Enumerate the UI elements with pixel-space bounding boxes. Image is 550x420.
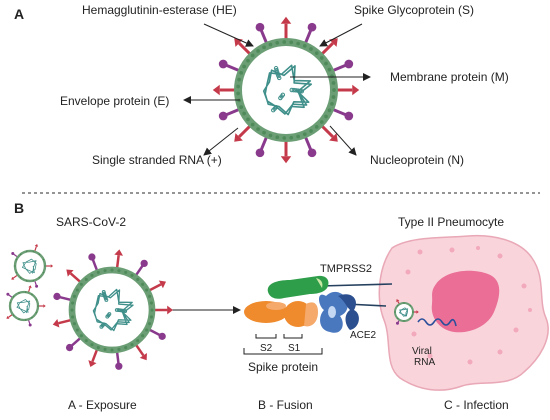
- label-sars-cov-2: SARS-CoV-2: [56, 215, 127, 229]
- ace2-receptor: [319, 291, 359, 333]
- label-tmprss2: TMPRSS2: [320, 263, 372, 275]
- label-ace2: ACE2: [350, 330, 377, 341]
- tmprss2-protease: [267, 275, 329, 299]
- label-membrane-protein: Membrane protein (M): [390, 70, 509, 84]
- label-s1: S1: [288, 343, 301, 354]
- label-nucleoprotein: Nucleoprotein (N): [370, 153, 465, 167]
- sars-cov-2-virion-exposure: [52, 249, 174, 370]
- cell-vesicles: [405, 246, 532, 365]
- virion-entering-cell: [394, 299, 419, 325]
- label-viral: Viral: [412, 346, 432, 357]
- label-single-stranded-rna: Single stranded RNA (+): [92, 153, 222, 167]
- label-s2: S2: [260, 343, 273, 354]
- small-virion-top: [11, 244, 54, 288]
- label-rna: RNA: [414, 357, 436, 368]
- label-hemagglutinin-esterase: Hemagglutinin-esterase (HE): [82, 3, 237, 17]
- viral-rna-strand: [417, 318, 457, 327]
- label-stage-infection: C - Infection: [444, 398, 509, 412]
- panel-a-letter: A: [14, 6, 25, 22]
- label-spike-glycoprotein: Spike Glycoprotein (S): [354, 3, 475, 17]
- subunit-brackets: [243, 334, 323, 355]
- spike-protein-shape: [244, 301, 318, 327]
- cell-nucleus: [431, 270, 500, 333]
- label-stage-fusion: B - Fusion: [258, 398, 313, 412]
- label-stage-exposure: A - Exposure: [68, 398, 137, 412]
- label-type-ii-pneumocyte: Type II Pneumocyte: [398, 215, 505, 229]
- label-envelope-protein: Envelope protein (E): [60, 94, 170, 108]
- virion-structure: [212, 16, 360, 164]
- small-virion-bottom: [6, 285, 46, 327]
- label-spike-protein: Spike protein: [248, 360, 319, 374]
- panel-b-letter: B: [14, 200, 25, 216]
- panel-a-leader-lines: [183, 23, 371, 156]
